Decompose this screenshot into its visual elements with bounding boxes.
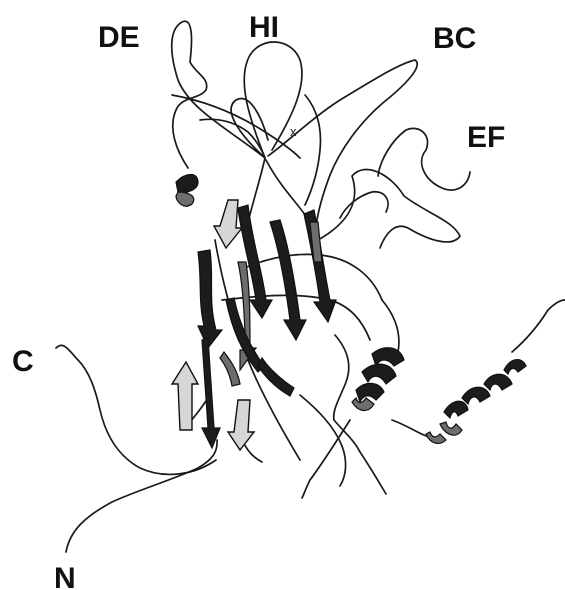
beta-strand-light-lower-right <box>228 400 254 450</box>
label-n-terminus: N <box>54 562 76 590</box>
beta-strand-light-upper <box>214 200 242 248</box>
beta-strand-dark-right <box>304 210 336 322</box>
bc-loop-coil <box>268 60 417 226</box>
n-terminus-coil <box>66 440 217 552</box>
helix-upper-left <box>176 175 198 207</box>
label-hi-loop: HI <box>249 11 279 44</box>
ef-loop-coil <box>318 169 460 248</box>
helix-center-right <box>352 348 404 411</box>
label-de-loop: DE <box>98 21 140 54</box>
label-c-terminus: C <box>12 345 34 378</box>
beta-strand-dark-middle <box>270 220 306 340</box>
beta-strand-light-lower-left <box>172 362 198 430</box>
label-ef-loop: EF <box>467 121 505 154</box>
label-bc-loop: BC <box>433 22 476 55</box>
hi-loop-coil <box>244 42 302 158</box>
helix-far-right <box>426 360 526 444</box>
coil-loops <box>56 21 565 552</box>
beta-strand-dark-left <box>198 250 222 348</box>
beta-strand-dark-lower <box>202 338 220 448</box>
